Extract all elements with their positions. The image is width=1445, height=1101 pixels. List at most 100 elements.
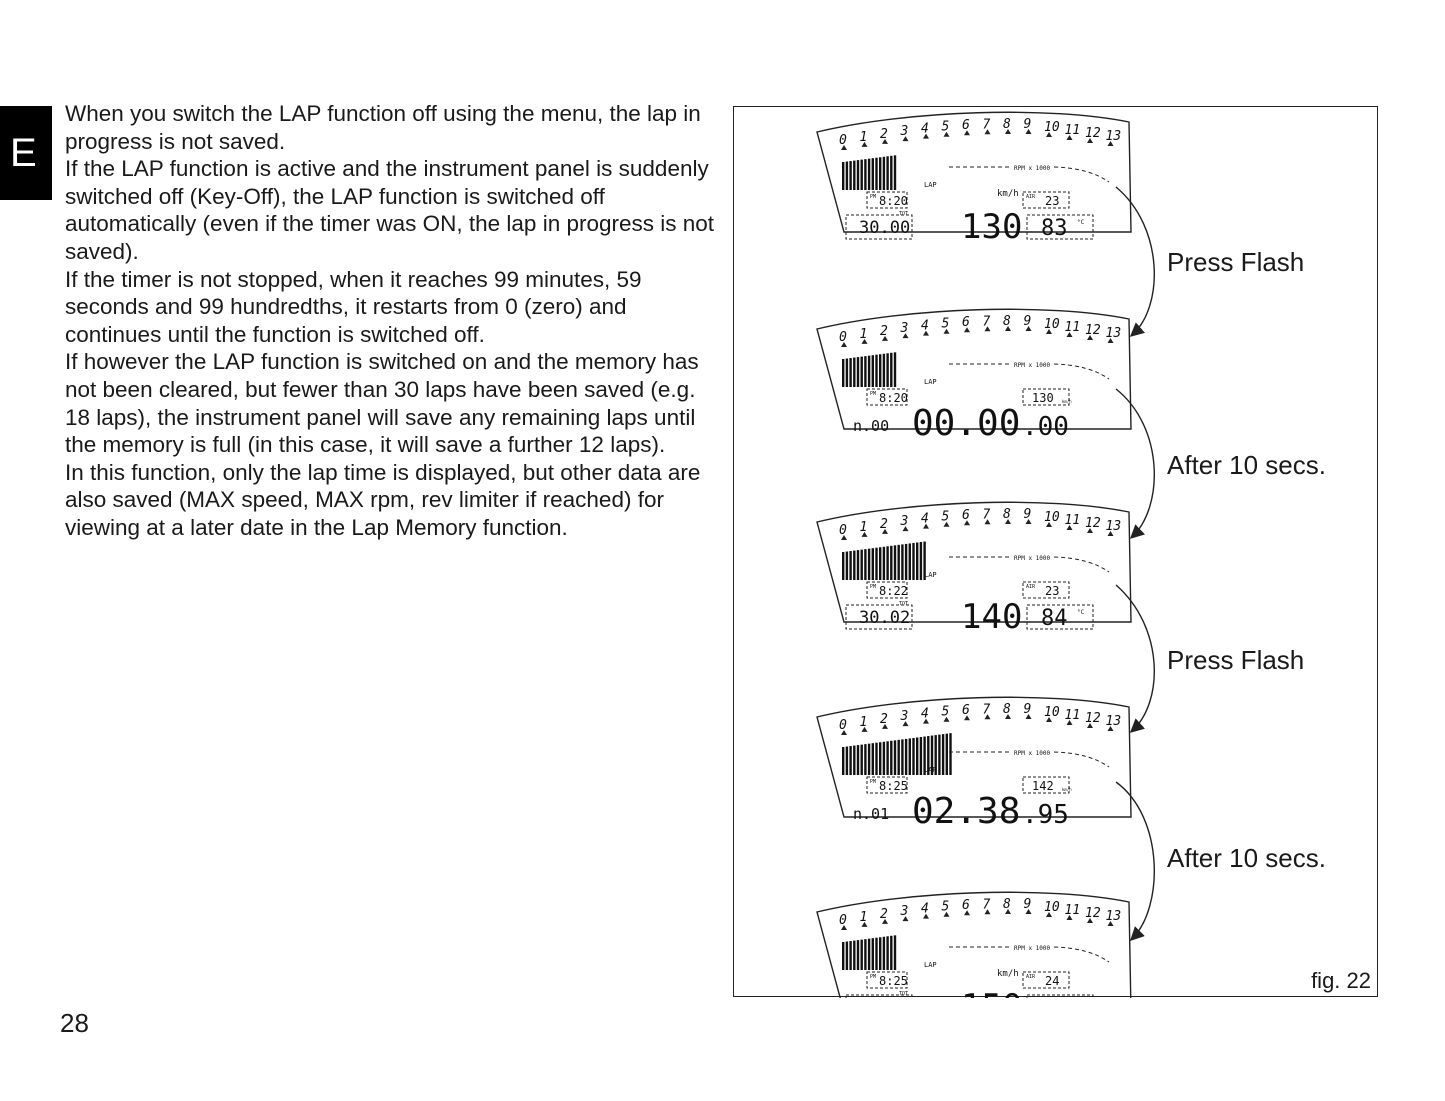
tach-scale-marker	[902, 136, 909, 142]
caption-after-10-secs-2: After 10 secs.	[1167, 843, 1326, 873]
rpm-bar-segment	[871, 548, 874, 580]
rpm-bar-segment	[897, 544, 900, 580]
tach-scale-number: 2	[880, 517, 888, 532]
coolant-box	[1026, 994, 1094, 998]
rpm-bar-segment	[845, 746, 849, 775]
transition-arrow	[1115, 781, 1155, 941]
rpm-bar-segment	[875, 547, 878, 580]
tach-scale-marker	[1107, 726, 1114, 731]
tach-scale-marker	[923, 133, 929, 139]
rpm-bar-segment	[882, 741, 886, 775]
tach-scale-number: 5	[942, 510, 950, 525]
rpm-bar-segment	[904, 738, 908, 775]
tach-scale-marker	[923, 913, 929, 919]
tach-scale-marker	[1087, 528, 1093, 533]
tach-scale-number: 11	[1065, 513, 1081, 528]
rpm-bar-segment	[842, 162, 845, 190]
air-temp-value: 23	[1045, 194, 1059, 208]
tach-scale-marker	[1046, 522, 1052, 527]
tach-scale-number: 10	[1044, 120, 1060, 135]
lap-indicator: LAP	[924, 378, 937, 386]
tach-scale-number: 1	[860, 130, 868, 145]
rpm-bar-segment	[916, 542, 919, 580]
rpm-bar-segment	[849, 551, 852, 580]
rpm-bar-segment	[890, 740, 893, 775]
tach-scale-number: 7	[983, 117, 991, 132]
display-outline	[816, 696, 1132, 818]
speed-unit: km/h	[997, 969, 1019, 979]
tach-scale-marker	[964, 520, 970, 526]
tach-scale-number: 11	[1065, 708, 1081, 723]
tach-scale-marker	[1046, 329, 1052, 334]
lap-number: n.01	[853, 805, 889, 823]
rpm-bar-segment	[845, 161, 849, 190]
rpm-bar-segment	[864, 159, 867, 190]
paragraph-lap-off: When you switch the LAP function off usi…	[65, 101, 701, 154]
rpm-bar-segment	[919, 542, 923, 580]
tach-scale-marker	[902, 721, 909, 727]
rpm-bar-segment	[879, 547, 882, 580]
body-text: When you switch the LAP function off usi…	[65, 100, 715, 542]
tach-scale-marker	[1107, 338, 1114, 343]
rpm-dashed-arc	[1053, 363, 1110, 380]
tach-scale-marker	[1025, 909, 1032, 914]
rpm-bar-segment	[867, 743, 871, 775]
tach-scale-number: 11	[1065, 320, 1081, 335]
max-speed-value: 142	[1032, 779, 1054, 793]
rpm-bar-segment	[879, 354, 882, 387]
rpm-bar-segment	[853, 940, 856, 970]
tach-scale-number: 3	[900, 124, 909, 139]
tach-scale-marker	[984, 714, 991, 720]
tach-scale-number: 1	[860, 520, 868, 535]
rpm-bar-segment	[853, 160, 856, 190]
rpm-bar-segment	[842, 747, 845, 775]
tach-scale-marker	[923, 523, 929, 529]
language-tab: E	[0, 106, 52, 200]
tot-tag: TOT	[899, 601, 908, 607]
tach-scale-number: 13	[1106, 909, 1122, 924]
tot-tag: TOT	[899, 211, 908, 217]
rpm-label: RPM x 1000	[1014, 362, 1051, 369]
tach-scale-number: 6	[962, 118, 970, 133]
tach-scale-number: 1	[860, 715, 868, 730]
max-speed-unit: km/h	[1062, 399, 1072, 404]
speed-value: 130	[961, 207, 1022, 247]
tach-scale-number: 7	[983, 507, 991, 522]
air-temp-value: 23	[1045, 584, 1059, 598]
tach-scale-marker	[964, 130, 970, 136]
rpm-bar-segment	[923, 541, 926, 580]
tach-scale-marker	[861, 726, 868, 732]
air-temp-box	[1022, 971, 1070, 989]
page-number: 28	[60, 1008, 89, 1038]
lap-indicator: LAP	[924, 961, 937, 969]
tach-scale-marker	[1107, 141, 1114, 146]
tach-scale-number: 6	[962, 703, 970, 718]
tach-scale-number: 2	[880, 907, 888, 922]
rpm-bar-segment	[901, 739, 904, 775]
coolant-value: 85	[1041, 996, 1068, 998]
rpm-bar-segment	[860, 159, 863, 190]
rpm-bar-segment	[897, 739, 900, 775]
tach-scale-number: 4	[921, 902, 929, 917]
transition-arrow	[1115, 186, 1155, 337]
tach-scale-marker	[1066, 720, 1073, 725]
tach-scale-number: 0	[839, 913, 847, 928]
rpm-bar-segment	[867, 158, 871, 190]
tach-scale-number: 10	[1044, 705, 1060, 720]
rpm-bar-segment	[949, 733, 952, 775]
tach-scale-marker	[902, 916, 909, 922]
tach-scale-marker	[943, 521, 950, 527]
rpm-bar-segment	[853, 550, 856, 580]
tach-scale-number: 5	[942, 705, 950, 720]
tach-scale-number: 12	[1085, 126, 1101, 141]
rpm-bar-segment	[860, 356, 863, 387]
transition-arrow	[1115, 584, 1155, 733]
tach-scale-number: 7	[983, 702, 991, 717]
air-temp-box	[1022, 191, 1070, 209]
air-temp-value: 24	[1045, 974, 1059, 988]
rpm-bar-segment	[882, 353, 886, 387]
tach-scale-marker	[1066, 135, 1073, 140]
